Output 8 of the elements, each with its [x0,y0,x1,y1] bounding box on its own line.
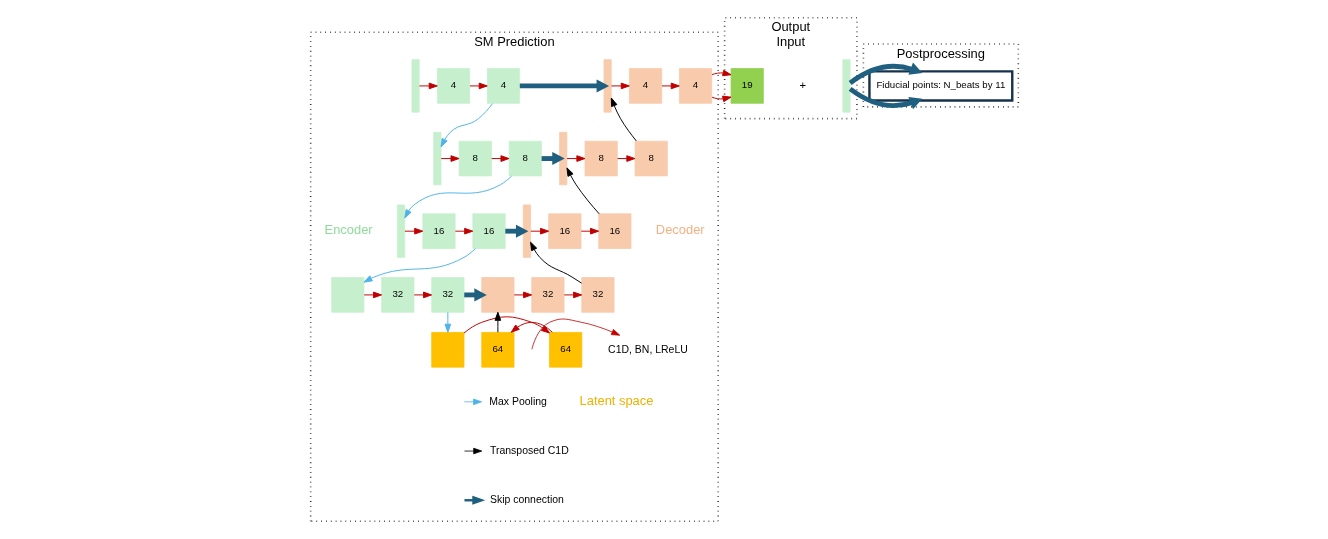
legend-label: Skip connection [489,494,564,506]
label: Latent space [579,392,653,408]
label: + [799,78,806,91]
legend-label: Transposed C1D [489,444,569,456]
label: Decoder [655,222,705,238]
legend-label: C1D, BN, LReLU [607,343,688,355]
label: Encoder [324,222,373,238]
legend-label: Max Pooling [488,395,547,407]
